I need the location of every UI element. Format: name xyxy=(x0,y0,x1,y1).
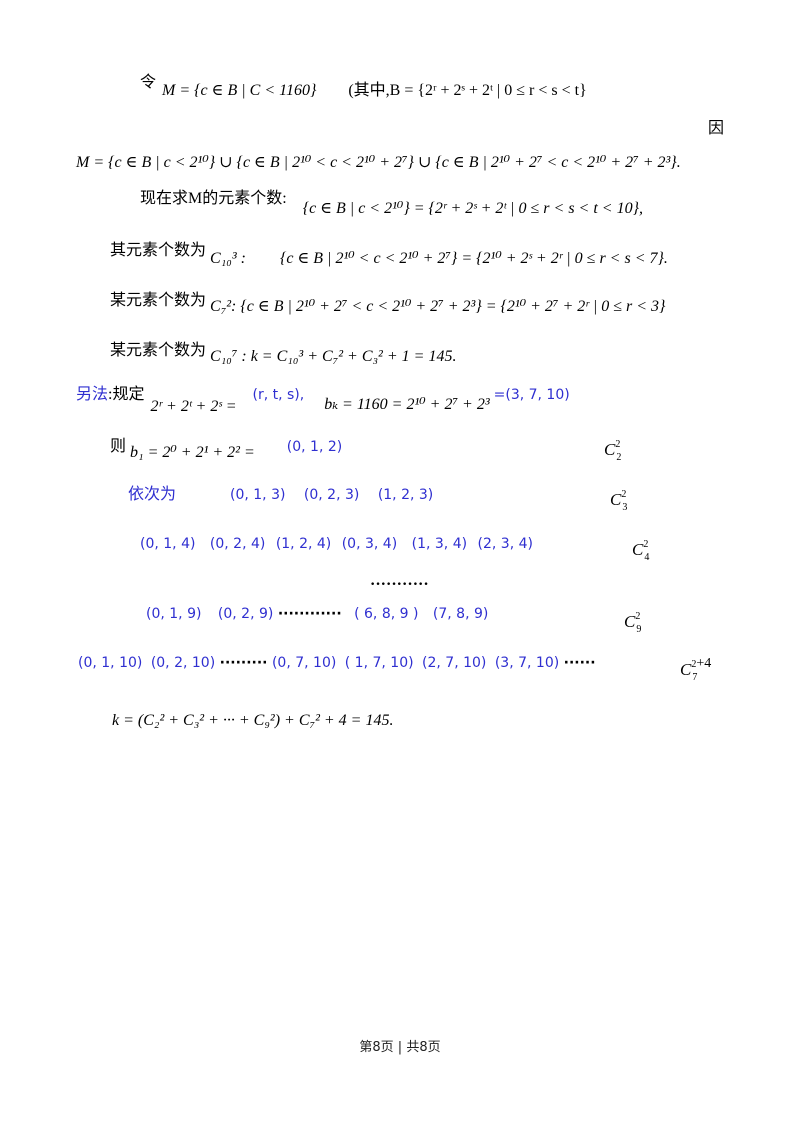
triple-item: (0, 2, 9) xyxy=(217,606,274,622)
set-m-definition: M = {c ∈ B | C < 1160} xyxy=(162,82,317,99)
triple-item: (0, 1, 3) xyxy=(230,487,286,503)
alt-method-line: 另法:规定 2ʳ + 2ᵗ + 2ˢ = (r, t, s), bₖ = 116… xyxy=(76,384,570,415)
second-subset-formula: {c ∈ B | 2¹⁰ < c < 2¹⁰ + 2⁷} = {2¹⁰ + 2ˢ… xyxy=(279,250,668,267)
triple-item: (2, 7, 10) xyxy=(422,655,487,671)
triple-item: (1, 2, 4) xyxy=(275,536,332,552)
first-subset-formula: {c ∈ B | c < 2¹⁰} = {2ʳ + 2ˢ + 2ᵗ | 0 ≤ … xyxy=(302,200,643,217)
third-subset-formula: C₇²: {c ∈ B | 2¹⁰ + 2⁷ < c < 2¹⁰ + 2⁷ + … xyxy=(210,298,666,315)
triple-item: (7, 8, 9) xyxy=(432,606,489,622)
alt-equals: = xyxy=(493,387,506,403)
line-1: 令 M = {c ∈ B | C < 1160} (其中,B = {2ʳ + 2… xyxy=(140,72,587,99)
vertical-ellipsis: ··········· xyxy=(370,576,429,593)
combo-c4-2: C42 xyxy=(632,539,650,563)
row-ellipsis: ············ xyxy=(277,606,342,622)
triple-item: (1, 2, 3) xyxy=(377,487,434,503)
union-formula: M = {c ∈ B | c < 2¹⁰} ∪ {c ∈ B | 2¹⁰ < c… xyxy=(76,154,681,171)
total-formula: C₁₀⁷ : k = C₁₀³ + C₇² + C₃² + 1 = 145. xyxy=(210,348,457,365)
count-prompt: 现在求M的元素个数: xyxy=(140,190,287,207)
sequence-label: 依次为 xyxy=(128,486,177,503)
triple-item: ( 6, 8, 9 ) xyxy=(354,606,419,622)
combo-c9-2: C92 xyxy=(624,611,642,635)
then-line: 则 b₁ = 2⁰ + 2¹ + 2² = (0, 1, 2) xyxy=(110,436,343,461)
combo-c2-2: C22 xyxy=(604,439,622,463)
combo-c7-2-plus-4: C72+4 xyxy=(680,656,712,683)
alt-colon: : xyxy=(108,386,113,403)
b1-formula: b₁ = 2⁰ + 2¹ + 2² = xyxy=(130,444,255,461)
set-b-definition: (其中,B = {2ʳ + 2ˢ + 2ᵗ | 0 ≤ r < s < t} xyxy=(348,82,587,99)
triple-item: (0, 1, 4) xyxy=(140,536,196,552)
row-9: (0, 1, 9) (0, 2, 9) ············ ( 6, 8,… xyxy=(146,603,488,625)
triple-item: (0, 1, 10) xyxy=(78,655,143,671)
row-4: (0, 1, 4) (0, 2, 4) (1, 2, 4) (0, 3, 4) … xyxy=(140,533,533,555)
triple-item: ( 1, 7, 10) xyxy=(344,655,414,671)
then-label: 则 xyxy=(110,438,127,455)
line-6: 某元素个数为 C₁₀⁷ : k = C₁₀³ + C₇² + C₃² + 1 =… xyxy=(110,340,457,365)
line-5: 某元素个数为 C₇²: {c ∈ B | 2¹⁰ + 2⁷ < c < 2¹⁰ … xyxy=(110,290,666,315)
triple-item: (0, 1, 9) xyxy=(146,606,202,622)
b1-triple: (0, 1, 2) xyxy=(286,439,343,455)
alt-formula-2: bₖ = 1160 = 2¹⁰ + 2⁷ + 2³ xyxy=(324,396,490,413)
alt-rule-text: 规定 xyxy=(112,386,145,403)
alt-triple-2: (3, 7, 10) xyxy=(505,387,570,403)
page-footer: 第8页 | 共8页 xyxy=(359,1040,441,1055)
row-10: (0, 1, 10) (0, 2, 10) ········· (0, 7, 1… xyxy=(78,652,596,674)
alt-method-label: 另法 xyxy=(76,386,109,403)
row-ellipsis: ······ xyxy=(563,655,596,671)
row-ellipsis: ········· xyxy=(219,655,268,671)
combo-c3-2: C32 xyxy=(610,489,628,513)
triple-item: (1, 3, 4) xyxy=(411,536,468,552)
because-text: 因 xyxy=(708,120,725,137)
triple-item: (0, 7, 10) xyxy=(271,655,337,671)
final-formula: k = (C₂² + C₃² + ··· + C₉²) + C₇² + 4 = … xyxy=(112,712,394,729)
alt-formula-1: 2ʳ + 2ᵗ + 2ˢ = xyxy=(150,398,237,415)
count-label-3: 某元素个数为 xyxy=(110,342,207,359)
row-3: (0, 1, 3) (0, 2, 3) (1, 2, 3) xyxy=(230,484,433,506)
count-label-1: 其元素个数为 xyxy=(110,242,207,259)
triple-item: (0, 3, 4) xyxy=(341,536,398,552)
line-4: 其元素个数为 C₁₀³ : {c ∈ B | 2¹⁰ < c < 2¹⁰ + 2… xyxy=(110,240,668,267)
triple-item: (0, 2, 3) xyxy=(303,487,360,503)
let-text: 令 xyxy=(140,74,157,91)
count-c10-3: C₁₀³ : xyxy=(210,250,246,267)
count-label-2: 某元素个数为 xyxy=(110,292,207,309)
alt-triple-1: (r, t, s), xyxy=(252,387,305,403)
triple-item: (3, 7, 10) xyxy=(494,655,560,671)
triple-item: (0, 2, 4) xyxy=(209,536,266,552)
triple-item: (0, 2, 10) xyxy=(150,655,216,671)
line-3: 现在求M的元素个数: {c ∈ B | c < 2¹⁰} = {2ʳ + 2ˢ … xyxy=(140,188,643,217)
triple-item: (2, 3, 4) xyxy=(477,536,533,552)
